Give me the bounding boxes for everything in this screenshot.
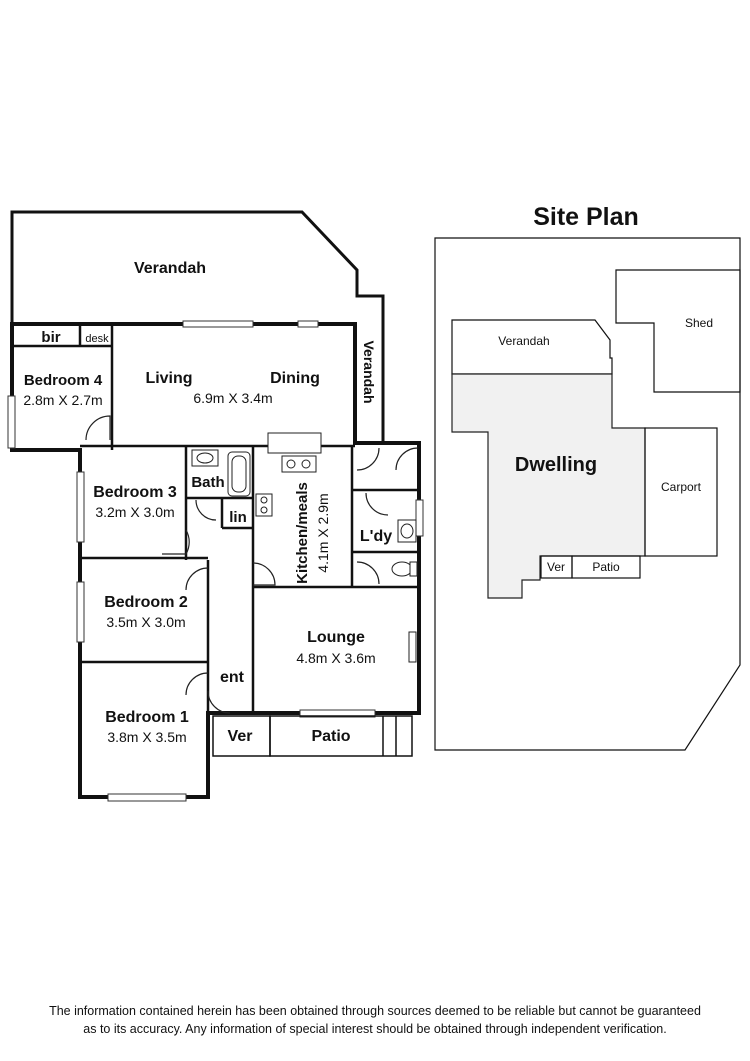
doors [85,415,419,714]
site-plan-title: Site Plan [533,203,639,231]
patio-outline [212,715,413,757]
fixtures [191,432,418,663]
site-verandah-label: Verandah [498,334,549,348]
site-ver-label: Ver [547,560,565,574]
shed-label: Shed [685,316,713,330]
bir-label: bir [41,329,60,346]
bedroom2-size: 3.5m X 3.0m [106,614,185,630]
site-plan: Site Plan Shed Verandah Dwelling Carport… [434,203,741,751]
shed-outline [615,269,741,393]
living-label: Living [145,370,192,387]
floor-plan: Verandah Verandah bir desk Bedroom 4 2.8… [7,210,424,802]
dwelling-shape [451,373,646,599]
carport-label: Carport [661,480,702,494]
disclaimer: The information contained herein has bee… [0,1002,750,1038]
laundry-label: L'dy [360,528,392,545]
bedroom4-label: Bedroom 4 [24,372,103,389]
site-boundary [434,237,741,751]
floor-plan-drawing: Verandah Verandah bir desk Bedroom 4 2.8… [7,203,741,802]
ver-label: Ver [228,728,253,745]
interior-walls [12,324,419,713]
site-patio-outline [571,555,641,579]
bedroom3-size: 3.2m X 3.0m [95,504,174,520]
disclaimer-line-2: as to its accuracy. Any information of s… [83,1022,667,1036]
kitchen-size: 4.1m X 2.9m [315,493,331,572]
bedroom1-size: 3.8m X 3.5m [107,729,186,745]
bath-label: Bath [191,474,224,491]
kitchen-label: Kitchen/meals [294,482,311,584]
site-patio-label: Patio [592,560,620,574]
bedroom1-label: Bedroom 1 [105,709,189,726]
lounge-size: 4.8m X 3.6m [296,650,375,666]
living-dining-size: 6.9m X 3.4m [193,390,272,406]
lounge-label: Lounge [307,629,365,646]
disclaimer-line-1: The information contained herein has bee… [49,1004,701,1018]
entry-label: ent [220,669,245,686]
desk-label: desk [85,333,109,345]
bedroom4-size: 2.8m X 2.7m [23,392,102,408]
carport-outline [644,427,718,557]
verandah-outline [10,210,385,443]
windows [7,320,424,802]
verandah-top-label: Verandah [134,260,206,277]
bedroom2-label: Bedroom 2 [104,594,188,611]
bedroom3-label: Bedroom 3 [93,484,177,501]
dwelling-label: Dwelling [515,454,597,476]
dining-label: Dining [270,370,320,387]
patio-label: Patio [311,728,350,745]
lin-label: lin [229,509,247,526]
verandah-side-label: Verandah [361,340,377,403]
